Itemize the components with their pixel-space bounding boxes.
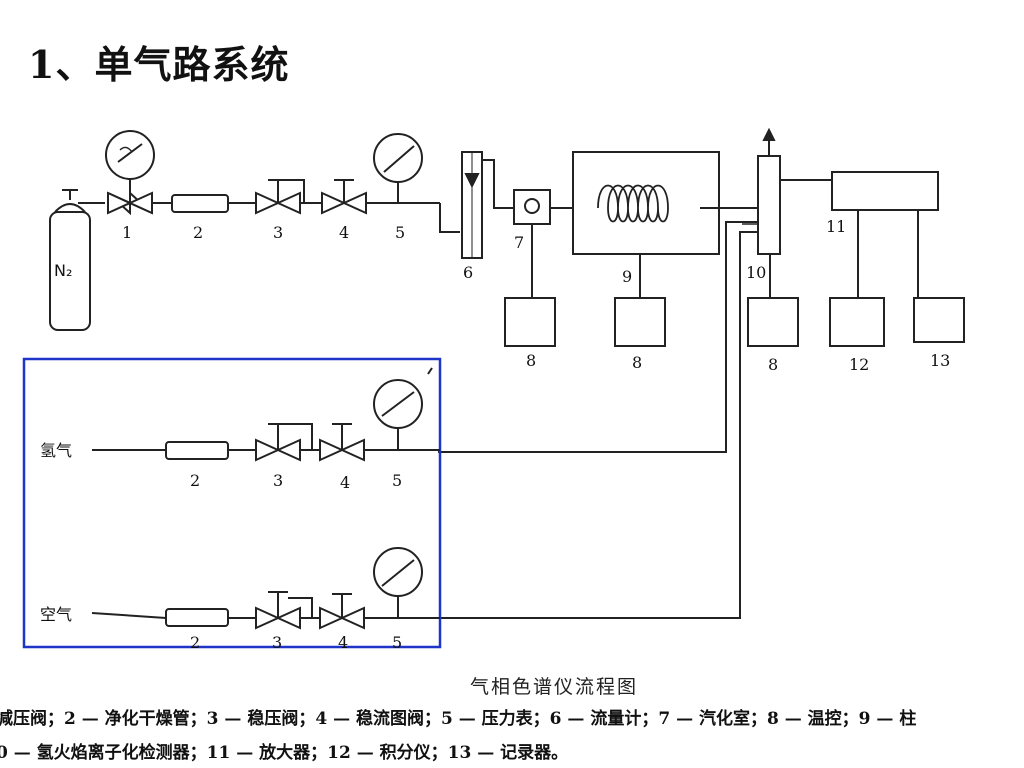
air-label: 空气 (40, 605, 72, 624)
label-3: 3 (273, 223, 283, 242)
h-label-5: 5 (392, 471, 402, 490)
integrator-box (829, 297, 885, 347)
h-label-3: 3 (273, 471, 283, 490)
flow-valve (321, 179, 367, 215)
label-5: 5 (395, 223, 405, 242)
label-2: 2 (193, 223, 203, 242)
highlight-box (22, 357, 442, 649)
label-11: 11 (826, 217, 846, 236)
air-line (91, 547, 440, 630)
a-label-5: 5 (392, 633, 402, 652)
label-13: 13 (930, 351, 950, 370)
temp-control-box (504, 297, 556, 347)
a-label-2: 2 (190, 633, 200, 652)
drying-tube (171, 194, 229, 213)
hydrogen-line (92, 367, 440, 462)
amplifier (831, 171, 939, 211)
a-label-3: 3 (272, 633, 282, 652)
stabilizing-valve (255, 179, 305, 215)
label-8b: 8 (632, 353, 642, 372)
legend-line-2: 0 — 氢火焰离子化检测器；11 — 放大器；12 — 积分仪；13 — 记录器… (0, 743, 569, 763)
h-label-4: 4 (340, 473, 350, 492)
recorder-box (913, 297, 965, 343)
fid-detector (757, 127, 832, 298)
label-7: 7 (514, 233, 524, 252)
air-number-labels: 2 3 4 5 (190, 633, 402, 652)
label-4: 4 (339, 223, 349, 242)
column-oven (572, 151, 720, 298)
n2-label: N₂ (54, 261, 72, 280)
a-label-4: 4 (338, 633, 348, 652)
pressure-reducing-valve (105, 130, 155, 216)
top-number-labels: 1 2 3 4 5 6 7 9 10 11 (122, 217, 846, 286)
pressure-gauge (373, 133, 423, 203)
bottom-number-labels: 8 8 8 12 13 (526, 351, 950, 374)
flowmeter (461, 151, 483, 259)
label-12: 12 (849, 355, 869, 374)
label-8c: 8 (768, 355, 778, 374)
hydrogen-label: 氢气 (40, 441, 72, 460)
label-10: 10 (746, 263, 766, 282)
temp-control-box (614, 297, 666, 347)
temp-control-box (747, 297, 799, 347)
label-1: 1 (122, 223, 132, 242)
legend-line-1: 减压阀；2 — 净化干燥管；3 — 稳压阀；4 — 稳流图阀；5 — 压力表；6… (0, 709, 917, 729)
label-8a: 8 (526, 351, 536, 370)
hydrogen-number-labels: 2 3 4 5 (190, 471, 402, 492)
page-title: 1、单气路系统 (28, 42, 290, 87)
label-9: 9 (622, 267, 632, 286)
n2-cylinder: N₂ (49, 189, 91, 331)
label-6: 6 (463, 263, 473, 282)
h-label-2: 2 (190, 471, 200, 490)
diagram-caption: 气相色谱仪流程图 (470, 676, 639, 698)
